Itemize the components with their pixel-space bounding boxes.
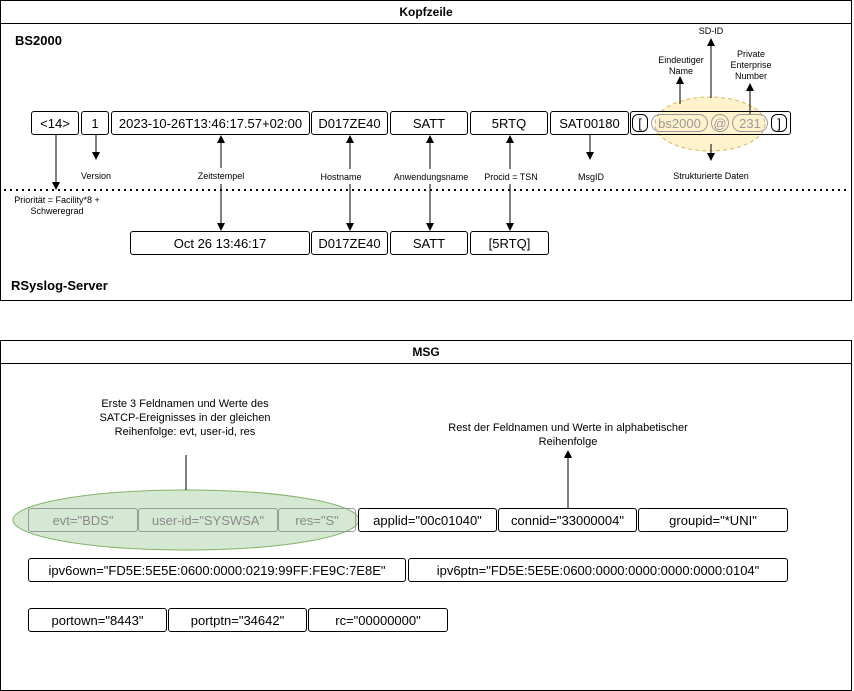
bs2000-version-field: 1 bbox=[81, 111, 109, 135]
bs2000-label: BS2000 bbox=[15, 33, 62, 48]
sd-name-field: bs2000 bbox=[651, 114, 708, 132]
msg-applid-field: applid="00c01040" bbox=[358, 508, 497, 532]
sd-number-field: 231 bbox=[732, 114, 768, 132]
bs2000-procid-field: 5RTQ bbox=[470, 111, 548, 135]
bs2000-timestamp-field: 2023-10-26T13:46:17.57+02:00 bbox=[111, 111, 310, 135]
structured-data-note: Strukturierte Daten bbox=[673, 171, 749, 181]
msg-connid-field: connid="33000004" bbox=[498, 508, 637, 532]
msg-ipv6ptn-field: ipv6ptn="FD5E:5E5E:0600:0000:0000:0000:0… bbox=[408, 558, 788, 582]
msg-portptn-field: portptn="34642" bbox=[168, 608, 307, 632]
msg-user-id-field: user-id="SYSWSA" bbox=[138, 508, 278, 532]
sd-close-bracket: ] bbox=[771, 114, 787, 132]
pen-note: Private Enterprise Number bbox=[730, 49, 772, 81]
sd-at-field: @ bbox=[711, 114, 729, 132]
bs2000-msgid-field: SAT00180 bbox=[550, 111, 629, 135]
timestamp-note: Zeitstempel bbox=[197, 171, 245, 181]
msg-panel-title: MSG bbox=[1, 341, 851, 364]
appname-note: Anwendungsname bbox=[393, 172, 469, 182]
first-fields-note: Erste 3 Feldnamen und Werte des SATCP-Er… bbox=[99, 398, 271, 438]
rsyslog-hostname-field: D017ZE40 bbox=[311, 231, 388, 255]
rsyslog-procid-field: [5RTQ] bbox=[470, 231, 549, 255]
header-panel-title: Kopfzeile bbox=[1, 1, 851, 24]
rsyslog-appname-field: SATT bbox=[390, 231, 468, 255]
msgid-note: MsgID bbox=[577, 172, 604, 182]
bs2000-hostname-field: D017ZE40 bbox=[311, 111, 388, 135]
sd-id-note: SD-ID bbox=[698, 26, 724, 36]
rsyslog-timestamp-field: Oct 26 13:46:17 bbox=[130, 231, 310, 255]
rest-fields-note: Rest der Feldnamen und Werte in alphabet… bbox=[448, 422, 688, 448]
unique-name-note: Eindeutiger Name bbox=[658, 55, 704, 76]
msg-res-field: res="S" bbox=[278, 508, 356, 532]
priority-note: Priorität = Facility*8 + Schweregrad bbox=[14, 195, 100, 216]
bs2000-appname-field: SATT bbox=[390, 111, 468, 135]
bs2000-priority-field: <14> bbox=[31, 111, 79, 135]
msg-ipv6own-field: ipv6own="FD5E:5E5E:0600:0000:0219:99FF:F… bbox=[28, 558, 406, 582]
msg-rc-field: rc="00000000" bbox=[308, 608, 448, 632]
version-note: Version bbox=[80, 171, 112, 181]
procid-note: Procid = TSN bbox=[484, 172, 538, 182]
hostname-note: Hostname bbox=[320, 172, 362, 182]
msg-portown-field: portown="8443" bbox=[28, 608, 167, 632]
msg-groupid-field: groupid="*UNI" bbox=[638, 508, 788, 532]
sd-open-bracket: [ bbox=[632, 114, 648, 132]
rsyslog-label: RSyslog-Server bbox=[11, 278, 108, 293]
msg-evt-field: evt="BDS" bbox=[28, 508, 138, 532]
structured-data-container bbox=[630, 111, 791, 135]
